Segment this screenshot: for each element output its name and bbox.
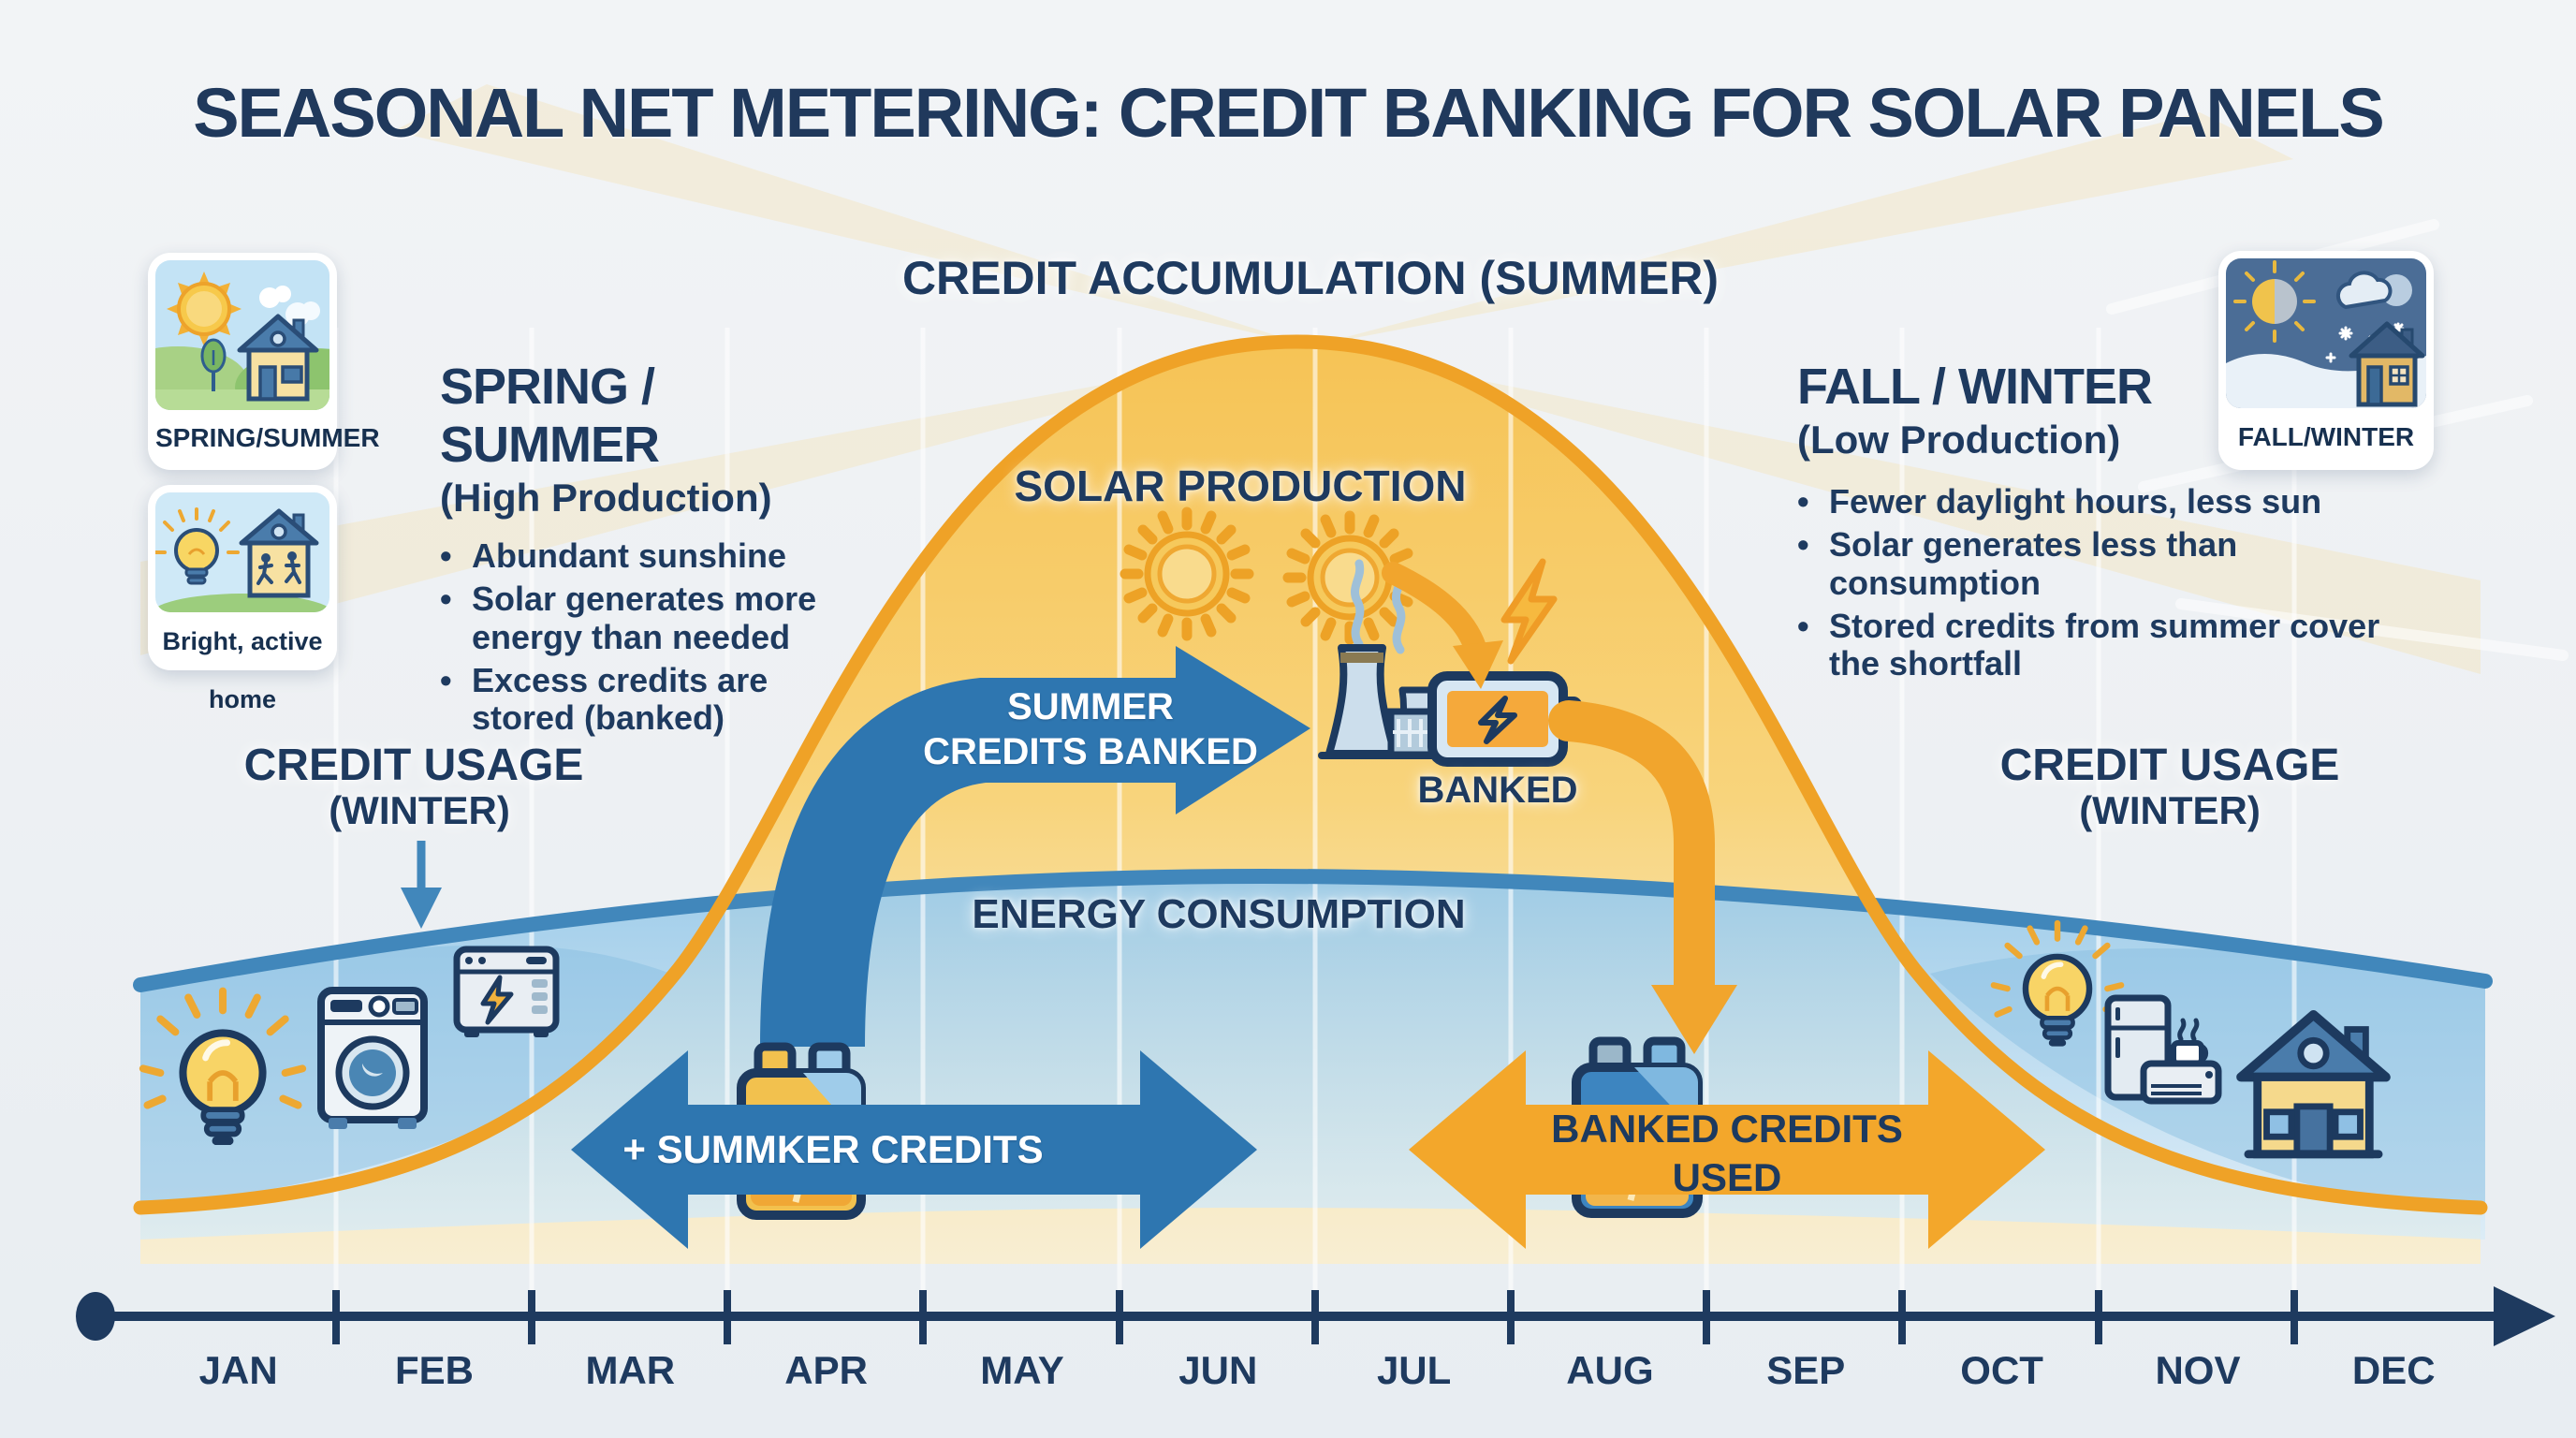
snow-cloud-icon [2335,271,2412,310]
spring-summer-card-label: SPRING/SUMMER [155,423,380,452]
washing-machine-icon [317,987,428,1129]
solar-production-label: SOLAR PRODUCTION [1014,462,1467,510]
sun-to-battery-arrow-icon [1382,562,1503,689]
credit-accumulation-label: CREDIT ACCUMULATION (SUMMER) [901,252,1720,304]
banked-credits-used-label-line1: BANKED CREDITS [1551,1107,1903,1151]
house-icon [2349,321,2425,407]
list-item: Fewer daylight hours, less sun [1797,482,2396,521]
month-label: DEC [2351,1348,2436,1392]
solar-production-line [133,334,2488,1215]
tree-icon [200,338,227,391]
air-conditioner-icon [2140,1060,2222,1105]
fall-winter-subheading: (Low Production) [1797,418,2121,462]
spring-summer-heading: SPRING / SUMMER [440,359,660,473]
plus-summer-credits-label: + SUMMKER CREDITS [622,1127,1044,1171]
fall-winter-section: FALL / WINTER (Low Production) Fewer day… [1797,358,2396,689]
bright-home-card: Bright, active home [148,485,337,713]
house-icon [239,508,319,598]
summer-arrow-label-line2: CREDITS BANKED [923,731,1258,772]
spring-summer-bullets: Abundant sunshine Solar generates moreen… [440,536,880,738]
month-label: APR [784,1348,868,1392]
lightning-icon [1500,558,1558,665]
bright-home-card-label: Bright, active home [162,627,323,713]
month-label: JAN [198,1348,278,1392]
month-label: JUL [1376,1348,1452,1392]
timeline-month-labels: JAN FEB MAR APR MAY JUN JUL AUG SEP OCT … [140,1348,2492,1393]
cloud-icon [259,286,320,327]
month-label: MAY [980,1348,1064,1392]
month-label: SEP [1766,1348,1846,1392]
sun-icon [167,271,242,346]
month-gridlines [333,328,2297,1301]
power-plant-icon [1318,559,1451,759]
microwave-icon [453,946,560,1037]
list-item: Solar generates less than consumption [1797,526,2396,602]
fall-winter-scene [2226,258,2426,408]
fall-winter-heading: FALL / WINTER [1797,359,2153,415]
month-label: NOV [2155,1348,2241,1392]
fall-winter-card: FALL/WINTER [2218,251,2434,470]
plus-summer-credits-double-arrow [571,1050,1257,1249]
credit-usage-left-title: CREDIT USAGE [243,741,584,790]
spring-summer-card: SPRING/SUMMER [148,253,380,470]
spring-summer-subheading: (High Production) [440,476,772,520]
month-label: AUG [1566,1348,1654,1392]
running-people-icon [256,551,301,585]
summer-credits-arrow [760,646,1310,1048]
bright-home-scene [155,492,329,612]
credit-usage-down-arrow-icon [401,841,442,929]
month-label: OCT [1960,1348,2043,1392]
banked-to-used-arrow-icon [1548,700,1737,1054]
energy-consumption-label: ENERGY CONSUMPTION [972,891,1466,937]
fall-winter-card-label: FALL/WINTER [2237,422,2415,451]
banked-label: BANKED [1417,770,1578,811]
lightbulb-icon [155,507,240,585]
month-label: MAR [585,1348,676,1392]
month-label: FEB [394,1348,474,1392]
month-label: JUN [1178,1348,1258,1392]
list-item: Abundant sunshine [440,536,880,575]
banked-credits-used-label-line2: USED [1672,1155,1782,1199]
half-sun-icon [2233,260,2316,343]
credit-usage-right-subtitle: (WINTER) [2079,788,2261,832]
house-icon [2236,1009,2391,1159]
summer-arrow-label-line1: SUMMER [1007,686,1174,727]
timeline-axis [76,1286,2555,1346]
credit-usage-left-subtitle: (WINTER) [329,788,510,832]
page-title: SEASONAL NET METERING: CREDIT BANKING FO… [193,74,2385,152]
credit-usage-right-title: CREDIT USAGE [1999,741,2340,790]
spring-summer-scene [155,260,329,410]
fall-winter-bullets: Fewer daylight hours, less sun Solar gen… [1797,482,2396,683]
house-icon [237,314,319,402]
banked-credits-used-double-arrow [1409,1050,2045,1249]
spring-summer-section: SPRING / SUMMER (High Production) Abunda… [440,358,880,743]
